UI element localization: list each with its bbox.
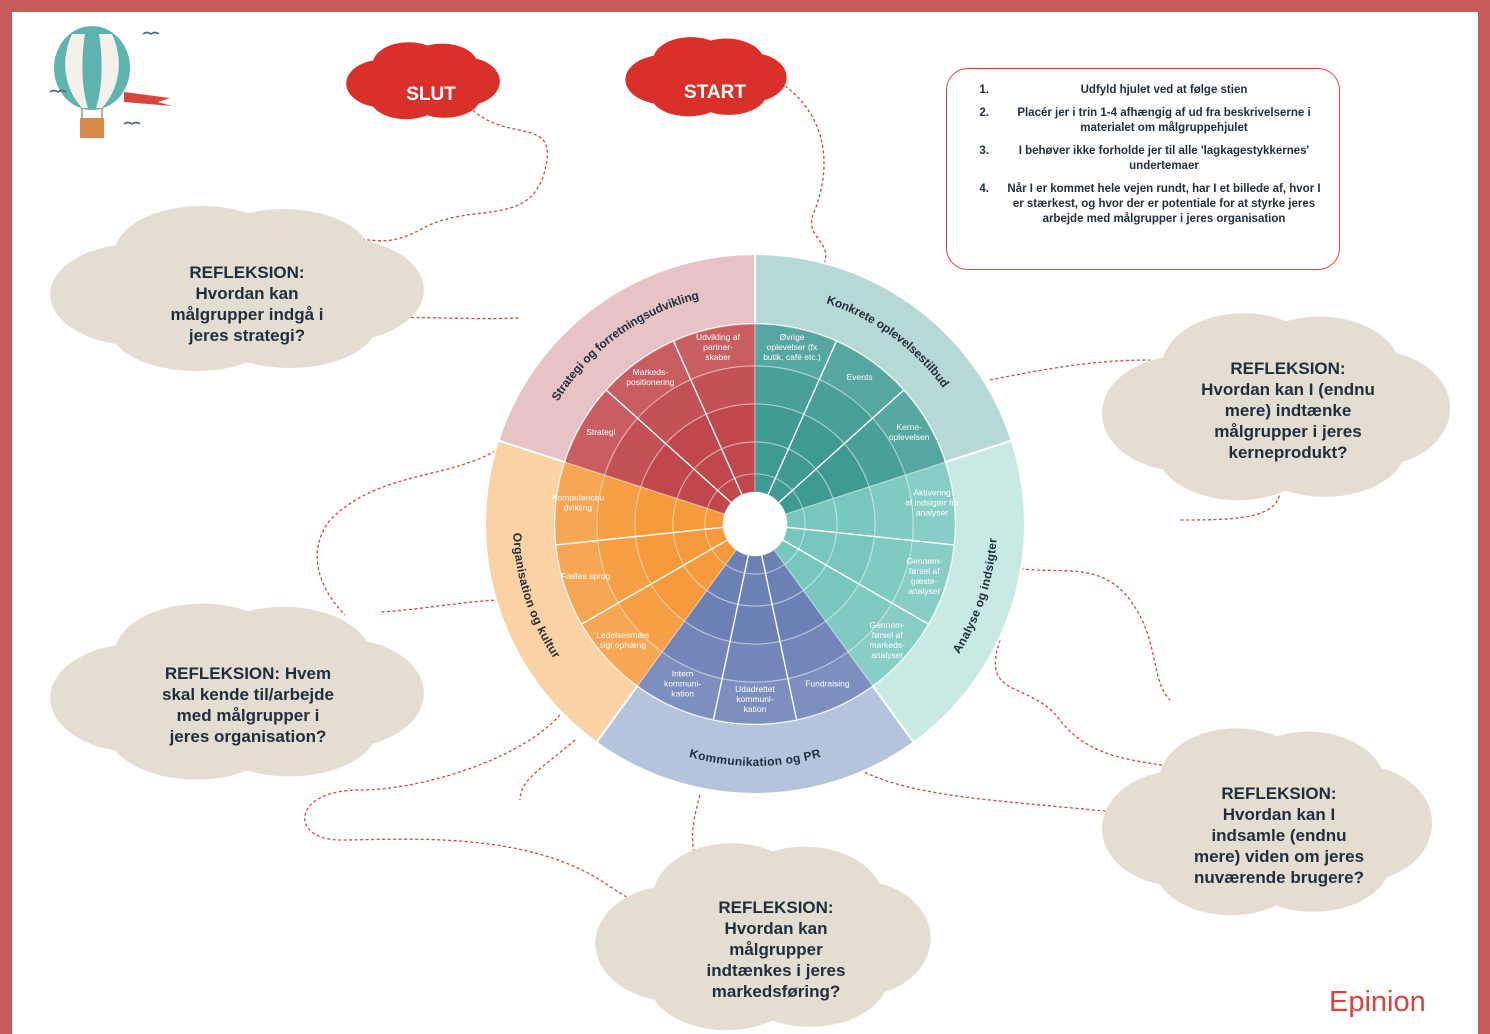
reflection-cloud-markedsforing: [595, 843, 931, 1031]
cloud-bump: [653, 47, 759, 105]
instructions-box: 1.Udfyld hjulet ved at følge stien 2.Pla…: [946, 68, 1340, 270]
bird-icon: [123, 121, 141, 125]
segment-divider: [767, 341, 837, 496]
hot-air-balloon-icon: [49, 26, 172, 138]
start-cloud: [625, 37, 787, 117]
cloud-bump: [114, 227, 360, 347]
segment-divider: [786, 526, 954, 546]
cloud-bump: [652, 867, 874, 1003]
instruction-item: 3.I behøver ikke forholde jer til alle '…: [979, 145, 1310, 172]
bird-icon: [49, 89, 67, 93]
wheel-outline: [484, 253, 1026, 795]
dashed-path-segment: [1179, 489, 1281, 521]
slut-label: SLUT: [406, 84, 456, 105]
reflection-cloud-strategi: [50, 206, 424, 371]
wheel-item-label: Kerne-oplevelsen: [889, 422, 930, 442]
wheel-item-label: Events: [847, 372, 873, 382]
instruction-item: 2.Placér jer i trin 1-4 afhængig af ud f…: [979, 107, 1311, 134]
start-label: START: [684, 82, 746, 103]
clouds-layer: [50, 37, 1451, 1031]
cloud-bump: [114, 626, 360, 754]
balloon-flag: [124, 92, 172, 106]
epinion-logo: Epinion: [1329, 986, 1426, 1018]
segment-divider: [556, 526, 724, 546]
target-group-wheel: Strategi Markeds-positionering Udvikling a…: [484, 252, 1026, 795]
dashed-path-segment: [316, 447, 501, 616]
cloud-bump: [372, 52, 474, 108]
wheel-item-label: Fælles sprog: [561, 571, 610, 581]
dashed-path-segment: [519, 739, 576, 801]
dashed-path-segment: [364, 97, 548, 242]
balloon-basket: [80, 118, 104, 138]
dashed-path-segment: [859, 769, 1141, 816]
slut-cloud: [346, 42, 500, 120]
reflection-cloud-kerne: [1101, 313, 1451, 501]
dashed-path-segment: [989, 359, 1151, 381]
cloud-bump: [1158, 752, 1376, 888]
segment-divider: [581, 539, 728, 625]
wheel-center: [723, 492, 787, 556]
dashed-path-segment: [994, 639, 1166, 767]
segment-divider: [782, 539, 929, 625]
balloon-stripe-center: [82, 28, 102, 108]
reflection-cloud-organisation: [50, 603, 424, 780]
segment-divider: [673, 341, 743, 496]
dashed-path-segment: [379, 599, 506, 613]
wheel-item-label: Markeds-positionering: [626, 367, 674, 387]
dashed-path: [304, 85, 1281, 916]
page-canvas: Strategi Markeds-positionering Udvikling a…: [12, 12, 1478, 1034]
dashed-path-segment: [304, 714, 661, 916]
bird-icon: [142, 31, 160, 35]
reflection-cloud-viden: [1101, 728, 1433, 916]
diagram-svg: Strategi Markeds-positionering Udvikling a…: [49, 26, 1451, 1031]
dashed-path-segment: [784, 85, 827, 273]
instruction-item: 4.Når I er kommet hele vejen rundt, har …: [979, 183, 1321, 225]
instruction-item: 1.Udfyld hjulet ved at følge stien: [979, 84, 1248, 96]
cloud-bump: [1161, 337, 1391, 473]
wheel-item-label: Fundraising: [805, 679, 850, 689]
dashed-path-segment: [1014, 567, 1171, 701]
segment-divider: [605, 389, 732, 504]
segment-divider: [778, 389, 905, 504]
segment-divider: [760, 555, 798, 720]
wheel-item-label: Strategi: [586, 427, 615, 437]
segment-divider: [712, 555, 750, 720]
